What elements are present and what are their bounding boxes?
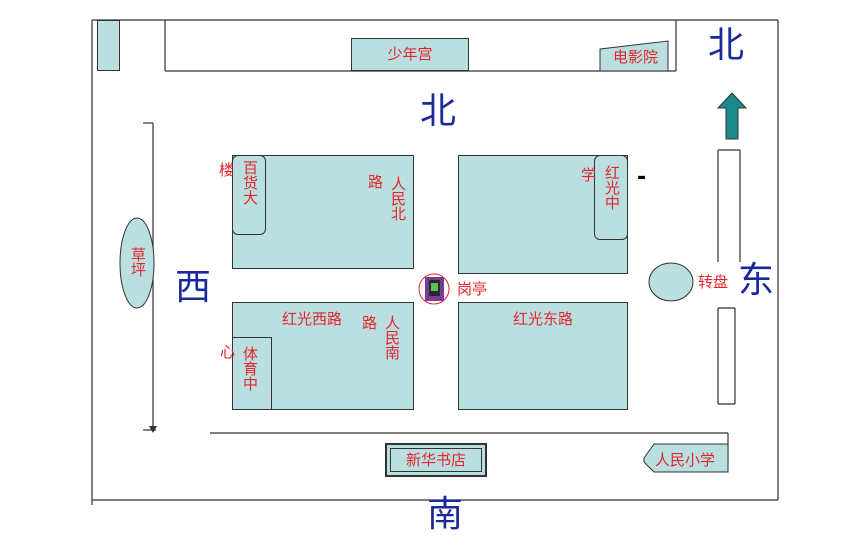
bookstore-label: 新华书店 <box>405 450 466 469</box>
lawn-label: 草坪 <box>129 247 147 277</box>
block-southeast <box>458 302 628 410</box>
block-southwest <box>232 302 414 410</box>
renmin-south-road-label-end: 路 <box>362 314 378 332</box>
hongguang-middle-school-building <box>594 155 628 240</box>
hongguang-middle-school-label: 红光中 <box>603 165 621 210</box>
sports-center-building <box>232 337 272 410</box>
youth-palace-label: 少年宫 <box>387 45 433 63</box>
block-northwest <box>232 155 414 269</box>
east-direction: 东 <box>738 260 775 301</box>
youth-palace: 少年宫 <box>351 38 469 71</box>
department-store-label-suffix: 楼 <box>219 161 235 179</box>
hongguang-middle-school-label-suffix: 学 <box>581 166 597 184</box>
hongguang-west-road-label: 红光西路 <box>282 310 343 328</box>
renmin-north-road-label-end: 路 <box>368 173 384 191</box>
west-direction: 西 <box>175 267 212 308</box>
department-store-building <box>232 155 266 235</box>
north-direction-top: 北 <box>708 25 745 66</box>
block-northeast <box>458 155 628 274</box>
bookstore: 新华书店 <box>385 443 487 477</box>
renmin-north-road-label: 人民北 <box>389 176 407 221</box>
cinema-label: 电影院 <box>613 48 659 66</box>
sports-center-label: 体育中 <box>241 346 259 391</box>
top-left-building <box>97 20 120 71</box>
hongguang-east-road-label: 红光东路 <box>513 310 574 328</box>
south-direction: 南 <box>427 494 464 535</box>
sports-center-label-suffix: 心 <box>220 343 236 361</box>
roundabout-label: 转盘 <box>698 273 729 291</box>
dash-mark: - <box>637 165 647 190</box>
primary-school-label: 人民小学 <box>655 451 716 469</box>
department-store-label: 百货大 <box>241 160 259 205</box>
north-direction-center: 北 <box>420 91 457 132</box>
guard-post-label: 岗亭 <box>457 280 488 298</box>
renmin-south-road-label: 人民南 <box>383 315 401 360</box>
